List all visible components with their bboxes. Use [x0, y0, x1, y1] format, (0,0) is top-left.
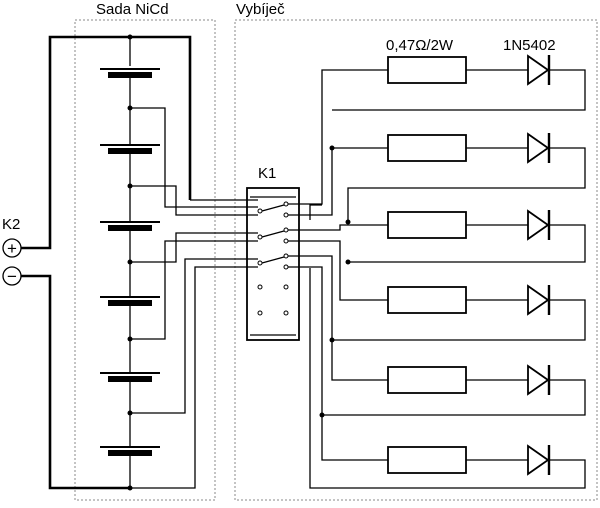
plus-sign: + [7, 239, 17, 258]
diode-4 [527, 284, 551, 316]
battery-stack [100, 34, 160, 491]
resistor-value-label: 0,47Ω/2W [386, 37, 454, 54]
discharger-group-box [234, 19, 598, 501]
resistor-5 [387, 366, 467, 394]
diode-3 [527, 209, 551, 241]
diode-1 [527, 54, 551, 86]
resistor-2 [387, 134, 467, 162]
battery-top-link [130, 35, 192, 200]
resistor-6 [387, 446, 467, 474]
channel-2 [387, 132, 551, 164]
tap-wires [130, 107, 258, 489]
diode-5 [527, 364, 551, 396]
diode-6 [527, 444, 551, 476]
battery-group-title: Sada NiCd [96, 1, 169, 18]
resistor-1 [387, 56, 467, 84]
switch-output-wires [288, 69, 388, 461]
minus-sign: − [7, 267, 17, 286]
channel-1 [387, 54, 551, 86]
connector-label: K2 [2, 216, 20, 233]
positive-rail [21, 35, 130, 250]
battery-group-box [74, 19, 216, 501]
resistor-4 [387, 286, 467, 314]
connector-k2: + − [2, 238, 22, 286]
discharger-group-title: Vybíječ [236, 1, 285, 18]
negative-rail [21, 274, 130, 490]
diode-2 [527, 132, 551, 164]
return-wires [309, 69, 586, 489]
resistor-3 [387, 211, 467, 239]
switch-k1 [246, 187, 300, 341]
diode-type-label: 1N5402 [503, 37, 556, 54]
switch-label: K1 [258, 165, 276, 182]
channel-3 [387, 209, 551, 241]
channel-4 [387, 284, 551, 316]
channel-5 [387, 364, 551, 396]
channel-6 [387, 444, 551, 476]
